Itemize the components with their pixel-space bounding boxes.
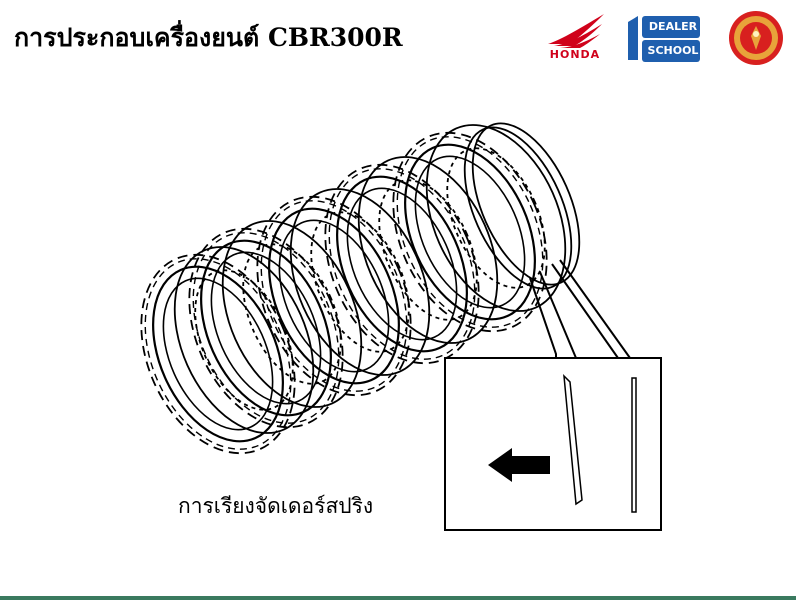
seal-emblem-icon xyxy=(729,11,783,65)
detail-box xyxy=(444,357,662,531)
honda-logo-text: HONDA xyxy=(549,48,601,61)
thai-institution-seal xyxy=(728,10,784,66)
direction-arrow-icon xyxy=(488,448,550,482)
seat-ring-profile xyxy=(631,377,637,513)
school-text: SCHOOL xyxy=(647,44,699,57)
honda-logo: HONDA xyxy=(540,10,610,64)
honda-wing-icon xyxy=(548,14,604,48)
judder-spring-rings xyxy=(463,122,581,290)
clutch-assembly-diagram xyxy=(110,102,662,531)
logo-bar: HONDA DEALER SCHOOL xyxy=(540,8,790,68)
footer-rule xyxy=(0,596,796,600)
judder-spring-profile xyxy=(563,373,583,506)
page-title: การประกอบเครื่องยนต์ CBR300R xyxy=(14,23,403,52)
dealer-school-emblem-icon xyxy=(628,16,700,62)
dealer-school-logo: DEALER SCHOOL xyxy=(622,12,702,64)
dealer-text: DEALER xyxy=(648,20,698,33)
diagram-caption: การเรียงจัดเดอร์สปริง xyxy=(178,494,374,518)
